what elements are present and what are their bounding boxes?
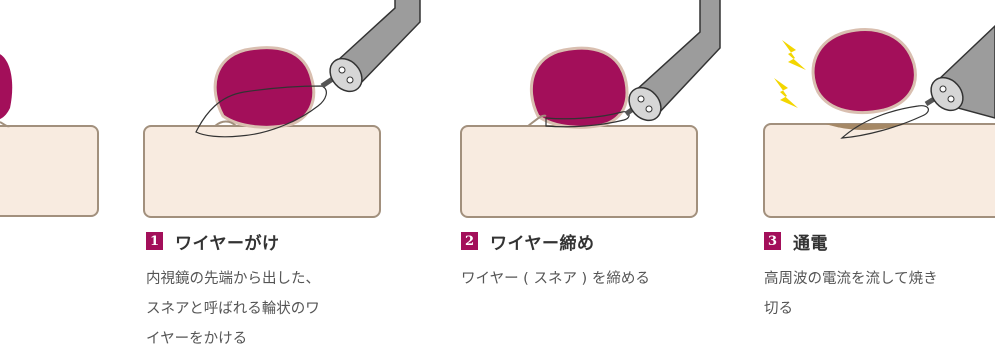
snare-wire (545, 111, 630, 128)
polyp-stalk (0, 121, 11, 128)
tissue-block (763, 123, 995, 218)
polyp (213, 46, 316, 129)
snare-wire (840, 105, 929, 139)
lightning-icon (774, 78, 798, 108)
polyp (0, 54, 13, 120)
step-description: ワイヤー ( スネア ) を締める (461, 264, 650, 294)
panel-wire-tightening (460, 0, 721, 218)
endoscope-icon (329, 0, 421, 93)
description-line: 切る (764, 301, 793, 317)
step-heading: 1 ワイヤーがけ (146, 228, 320, 254)
description-line: 高周波の電流を流して焼き (764, 271, 938, 287)
tissue-block (143, 125, 381, 218)
step-title: 通電 (793, 233, 828, 254)
description-line: スネアと呼ばれる輪状のワ (146, 301, 320, 317)
snare-wire (195, 85, 327, 138)
step-1: 1 ワイヤーがけ 内視鏡の先端から出した、 スネアと呼ばれる輪状のワ イヤーをか… (146, 228, 320, 354)
panel-electric-current (763, 24, 995, 218)
polyp-base (527, 114, 547, 127)
polyp-base (214, 120, 237, 127)
endoscope-icon (628, 0, 721, 122)
step-number-badge: 1 (146, 232, 163, 250)
step-number-badge: 3 (764, 232, 781, 250)
description-line: イヤーをかける (146, 331, 248, 347)
endoscope-icon (930, 24, 995, 119)
step-title: ワイヤーがけ (175, 233, 280, 254)
step-heading: 2 ワイヤー締め (461, 228, 650, 254)
step-title: ワイヤー締め (490, 233, 595, 254)
step-2: 2 ワイヤー締め ワイヤー ( スネア ) を締める (461, 228, 650, 294)
step-number-badge: 2 (461, 232, 478, 250)
description-line: 内視鏡の先端から出した、 (146, 271, 320, 287)
panel-initial-polyp (0, 54, 99, 217)
step-description: 高周波の電流を流して焼き 切る (764, 264, 938, 324)
step-3: 3 通電 高周波の電流を流して焼き 切る (764, 228, 938, 324)
step-heading: 3 通電 (764, 228, 938, 254)
description-line: ワイヤー ( スネア ) を締める (461, 271, 650, 287)
burn-mark (826, 124, 906, 130)
tissue-block (460, 125, 698, 218)
tissue-block (0, 125, 99, 217)
polyp (529, 46, 629, 129)
polyp (811, 28, 917, 114)
step-description: 内視鏡の先端から出した、 スネアと呼ばれる輪状のワ イヤーをかける (146, 264, 320, 354)
lightning-icon (782, 40, 806, 70)
panel-wire-placement (143, 0, 421, 218)
